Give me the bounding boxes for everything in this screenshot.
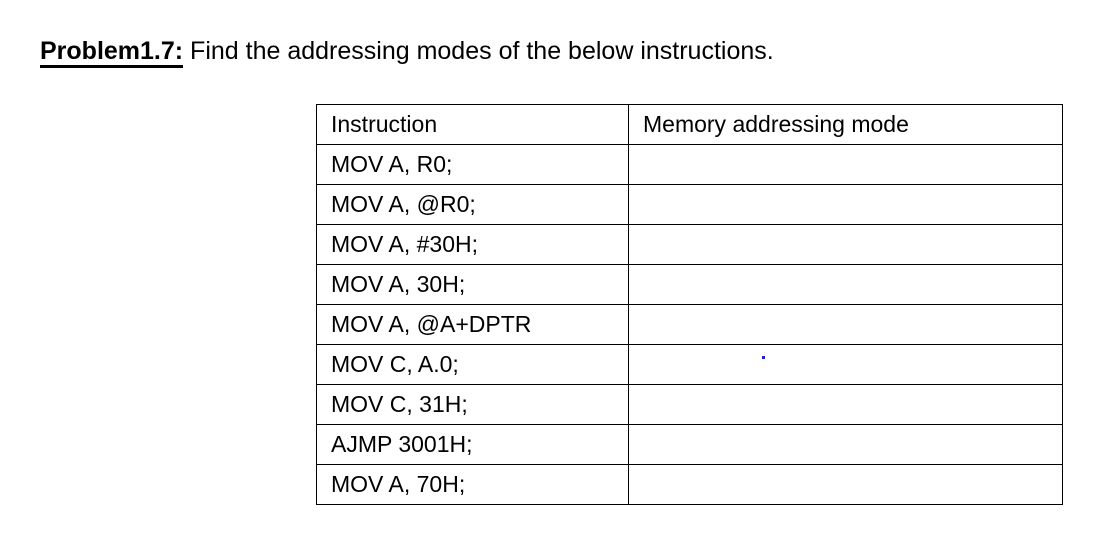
table-row: MOV A, 30H; (316, 264, 1063, 305)
instruction-cell: MOV C, 31H; (316, 384, 629, 425)
instruction-cell: MOV A, 30H; (316, 264, 629, 305)
table-row: MOV A, @A+DPTR (316, 304, 1063, 345)
instruction-cell: MOV A, @R0; (316, 184, 629, 225)
instruction-cell: MOV C, A.0; (316, 344, 629, 385)
mode-answer-cell[interactable] (628, 264, 1063, 305)
page-title: Problem1.7: Find the addressing modes of… (40, 36, 774, 68)
table-body: Instruction Memory addressing mode MOV A… (316, 104, 1063, 505)
table-header-row: Instruction Memory addressing mode (316, 104, 1063, 145)
table-row: MOV A, 70H; (316, 464, 1063, 505)
table-row: MOV C, 31H; (316, 384, 1063, 425)
mode-answer-cell[interactable] (628, 464, 1063, 505)
column-header-instruction: Instruction (316, 104, 629, 145)
mode-answer-cell[interactable] (628, 344, 1063, 385)
problem-number-label: Problem1.7: (40, 38, 184, 68)
instruction-cell: MOV A, #30H; (316, 224, 629, 265)
instruction-cell: MOV A, 70H; (316, 464, 629, 505)
addressing-modes-table: Instruction Memory addressing mode MOV A… (316, 104, 1063, 505)
instruction-cell: MOV A, R0; (316, 144, 629, 185)
problem-question-text: Find the addressing modes of the below i… (183, 37, 774, 65)
mode-answer-cell[interactable] (628, 424, 1063, 465)
mode-answer-cell[interactable] (628, 224, 1063, 265)
table-row: MOV A, R0; (316, 144, 1063, 185)
instruction-cell: AJMP 3001H; (316, 424, 629, 465)
instruction-cell: MOV A, @A+DPTR (316, 304, 629, 345)
mode-answer-cell[interactable] (628, 384, 1063, 425)
table-row: MOV C, A.0; (316, 344, 1063, 385)
mode-answer-cell[interactable] (628, 184, 1063, 225)
table-row: MOV A, #30H; (316, 224, 1063, 265)
column-header-memory-addressing-mode: Memory addressing mode (628, 104, 1063, 145)
table-row: MOV A, @R0; (316, 184, 1063, 225)
stray-mark-artifact (762, 356, 765, 359)
mode-answer-cell[interactable] (628, 144, 1063, 185)
mode-answer-cell[interactable] (628, 304, 1063, 345)
table-row: AJMP 3001H; (316, 424, 1063, 465)
